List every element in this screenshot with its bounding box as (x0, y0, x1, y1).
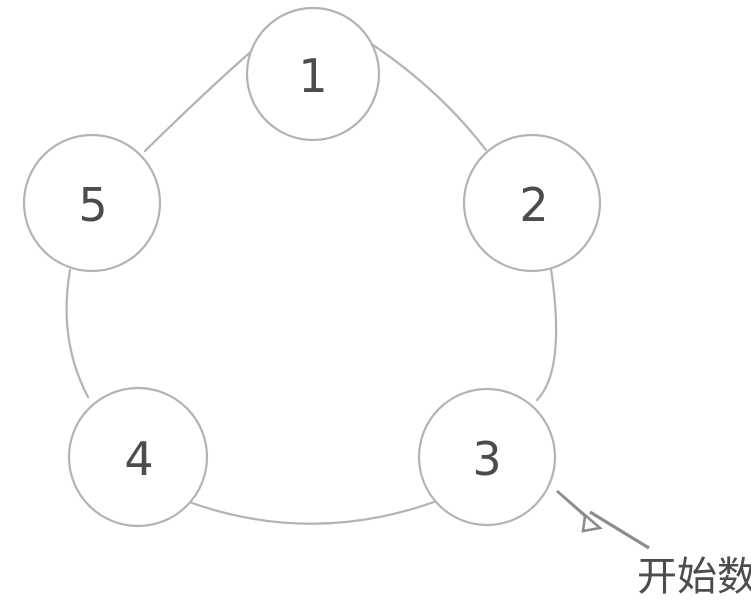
link-4-to-5 (65, 268, 90, 399)
link-5-to-1 (143, 46, 257, 153)
node-5-label: 5 (78, 178, 107, 232)
node-3[interactable]: 3 (417, 387, 557, 527)
arrow-head-crease (556, 490, 586, 517)
link-2-to-3 (535, 267, 558, 402)
link-group (65, 43, 558, 525)
node-1-circle[interactable] (245, 6, 381, 142)
node-3-label: 3 (472, 432, 501, 486)
arrow-shaft (589, 510, 650, 550)
start-annotation-label: 开始数 (637, 554, 751, 600)
node-2-label: 2 (519, 178, 548, 232)
node-2-circle[interactable] (462, 133, 602, 273)
node-1-label: 1 (298, 49, 327, 103)
node-4-circle[interactable] (67, 386, 209, 528)
node-3-circle[interactable] (417, 387, 557, 527)
start-annotation-arrow (556, 490, 650, 550)
node-2[interactable]: 2 (462, 133, 602, 273)
node-1[interactable]: 1 (245, 6, 381, 142)
node-5[interactable]: 5 (22, 133, 162, 273)
node-4[interactable]: 4 (67, 386, 209, 528)
link-1-to-2 (371, 43, 488, 152)
node-group: 1 2 3 4 5 (22, 6, 602, 528)
link-3-to-4 (190, 500, 436, 525)
node-5-circle[interactable] (22, 133, 162, 273)
node-4-label: 4 (124, 432, 153, 486)
